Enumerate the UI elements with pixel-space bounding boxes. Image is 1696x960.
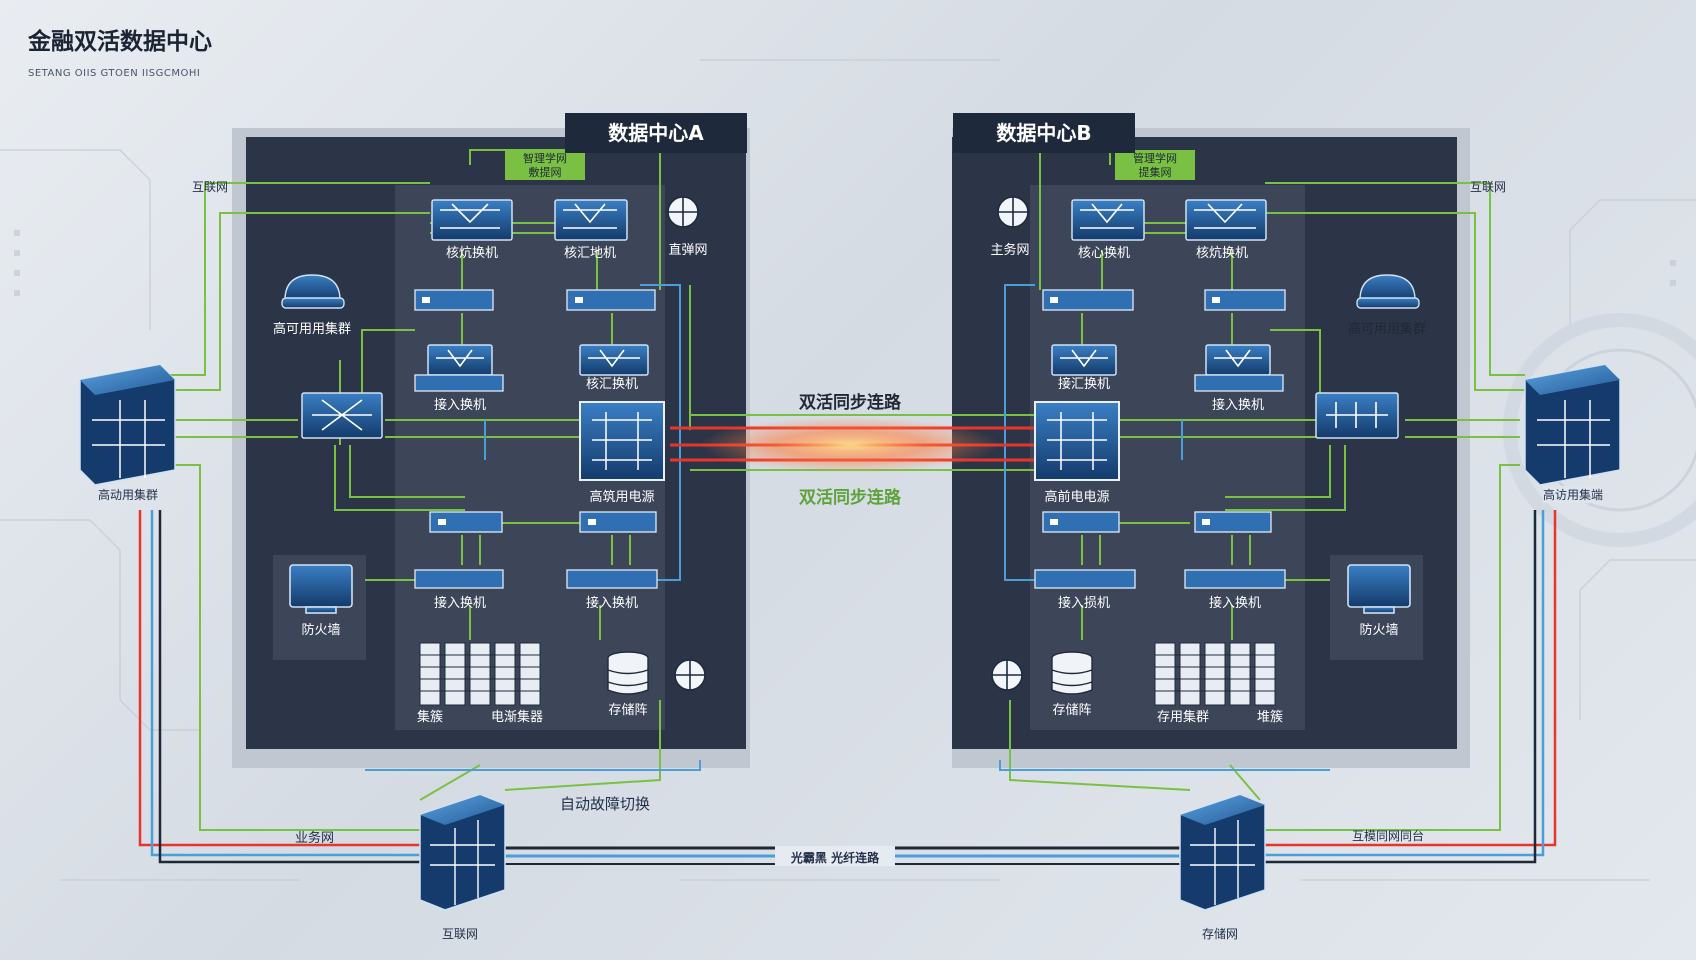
ha-cluster-icons [281,274,1420,309]
storage-net-label: 存储网 [1201,927,1239,941]
server-rack-lines [420,654,1275,692]
dc-a-green-links [170,149,1035,831]
internet-bottom-label: 互联网 [441,927,479,941]
core-storage-switches [579,401,1120,481]
dc-b-core-right-label: 核炕换机 [1195,246,1249,261]
dc-b-access-left-label: 接入损机 [1057,596,1111,611]
page-subtitle: SETANG OIIS GTOEN IISGCMOHI [28,68,201,79]
internet-left-label: 互联网 [192,180,229,194]
switch-arrows [312,203,1388,431]
gslb-cubes [79,364,1621,911]
page-title: 金融双活数据中心 [28,29,212,55]
dc-a-server-left-label: 集簇 [416,710,444,725]
dc-a-ha-cluster-label: 高可用用集群 [272,322,352,337]
dc-b-mgmt-label-bottom: 提集网 [1138,166,1172,179]
dc-a-firewall-label: 防火墙 [301,623,341,638]
dc-a-mgmt-tag [505,150,585,180]
gslb-left-label: 高动用集群 [97,486,159,503]
dc-b-mgmt-label-top: 管理学网 [1133,152,1177,165]
storage-icons [607,651,1093,695]
dc-a-core-left-label: 核炕换机 [445,246,499,261]
dc-b-core-left-label: 核心换机 [1077,246,1131,261]
rack-leds [422,297,1220,525]
dc-b-agg-left-label: 接汇换机 [1057,377,1111,392]
dc-b-firewall-label: 防火墙 [1359,623,1399,638]
dc-b-storage-label: 存储阵 [1052,703,1092,718]
firewall-icons [289,564,1411,614]
dc-b-title: 数据中心B [953,113,1135,153]
dc-a-outer-label: 直弹网 [668,243,708,258]
fiber-label-box [775,846,895,866]
dc-b-ha-cluster-label: 高可用用集群 [1347,322,1427,337]
dc-a-agg-left-label: 接入换机 [433,398,487,413]
backup-net-label: 互模同网同台 [1352,829,1425,843]
dc-a-access-right-label: 接入换机 [585,596,639,611]
dc-b-access-right-label: 接入换机 [1208,596,1262,611]
gslb-right-label: 高访用集端 [1542,486,1604,503]
business-net-label: 业务网 [295,831,335,846]
outer-red-links [138,510,1557,864]
dc-b-server-right-label: 堆簇 [1256,710,1284,725]
dc-a-title: 数据中心A [565,113,747,153]
dc-b-agg-right-label: 接入换机 [1211,398,1265,413]
sync-glow [700,417,1000,473]
dc-a-server-right-label: 电渐集器 [490,710,544,725]
failover-label: 自动故障切换 [560,795,651,813]
dc-a-mgmt-label-bottom: 敷提网 [528,166,562,179]
internet-right-label: 互联网 [1470,180,1507,194]
dc-a-agg-right-label: 核汇换机 [585,377,639,392]
dc-a-core-right-label: 核汇地机 [563,246,617,261]
rack-units [414,289,1286,589]
fiber-link-label: 光霸黑 光纤连路 [790,851,880,865]
dc-a-storage-label: 存储阵 [608,703,648,718]
dc-b-storage-core-label: 高前电电源 [1044,490,1110,505]
dc-a-access-left-label: 接入换机 [433,596,487,611]
dc-a-storage-core-label: 高筑用电源 [589,490,655,505]
server-racks [419,642,1276,706]
dc-b-outer-label: 主务网 [990,243,1030,258]
dc-b-mgmt-tag [1115,150,1195,180]
sync-link-bottom-label: 双活同步连路 [799,488,901,508]
sync-link-top-label: 双活同步连路 [799,393,901,413]
dc-b-server-left-label: 存用集群 [1156,710,1210,725]
dc-a-mgmt-label-top: 智理学网 [523,152,567,165]
